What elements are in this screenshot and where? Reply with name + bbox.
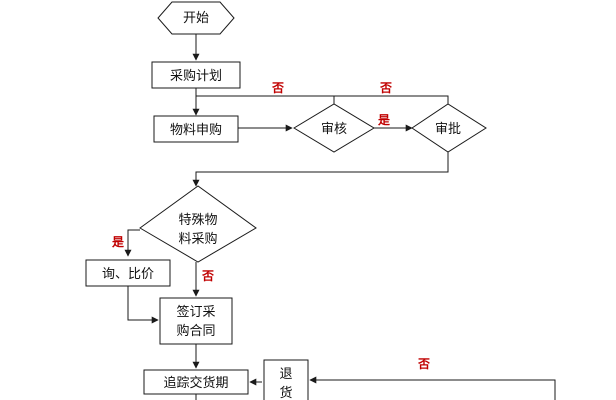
return-label-line2: 货	[279, 385, 292, 400]
request-box	[153, 115, 239, 143]
node-request: 物料申购	[153, 115, 239, 143]
start-label: 开始	[183, 11, 209, 26]
review-label: 审核	[321, 122, 347, 137]
edge-return-no	[309, 376, 556, 400]
approve-no-label: 否	[379, 81, 392, 95]
review-yes-label: 是	[377, 113, 391, 127]
sign-label-line1: 签订采	[176, 304, 215, 320]
sign-label-line2: 购合同	[176, 323, 215, 339]
edge-approve-no-loop	[334, 95, 449, 104]
inquiry-label: 询、比价	[102, 267, 154, 282]
sign-box	[159, 297, 233, 345]
review-diamond	[293, 103, 375, 153]
special-yes-label: 是	[111, 235, 125, 249]
flow-edges	[124, 34, 556, 400]
review-no-label: 否	[271, 81, 284, 95]
request-label: 物料申购	[170, 122, 222, 138]
edge-inquiry-to-sign	[127, 286, 159, 324]
edge-special-yes	[124, 229, 140, 257]
inquiry-box	[85, 259, 171, 287]
node-review: 审核	[293, 103, 375, 153]
plan-label: 采购计划	[170, 68, 222, 84]
start-hexagon	[157, 1, 235, 35]
edge-review-no-loop	[196, 95, 335, 104]
node-start: 开始	[157, 1, 235, 35]
track-label: 追踪交货期	[163, 375, 228, 391]
approve-diamond	[411, 103, 487, 153]
node-inquiry: 询、比价	[85, 259, 171, 287]
approve-label: 审批	[435, 122, 461, 137]
node-approve: 审批	[411, 103, 487, 153]
edge-approve-to-special	[192, 152, 449, 187]
track-box	[143, 369, 249, 395]
node-special: 特殊物 料采购	[139, 185, 257, 263]
node-return: 退 货	[263, 359, 309, 400]
plan-box	[151, 61, 241, 89]
node-sign: 签订采 购合同	[159, 297, 233, 345]
special-label-line2: 料采购	[178, 231, 217, 247]
special-diamond	[139, 185, 257, 263]
special-no-label: 否	[201, 269, 214, 283]
special-label-line1: 特殊物	[178, 213, 217, 228]
node-plan: 采购计划	[151, 61, 241, 89]
return-label-line1: 退	[279, 367, 292, 382]
node-track: 追踪交货期	[143, 369, 249, 395]
return-no-label: 否	[417, 357, 430, 371]
return-box	[263, 359, 309, 400]
